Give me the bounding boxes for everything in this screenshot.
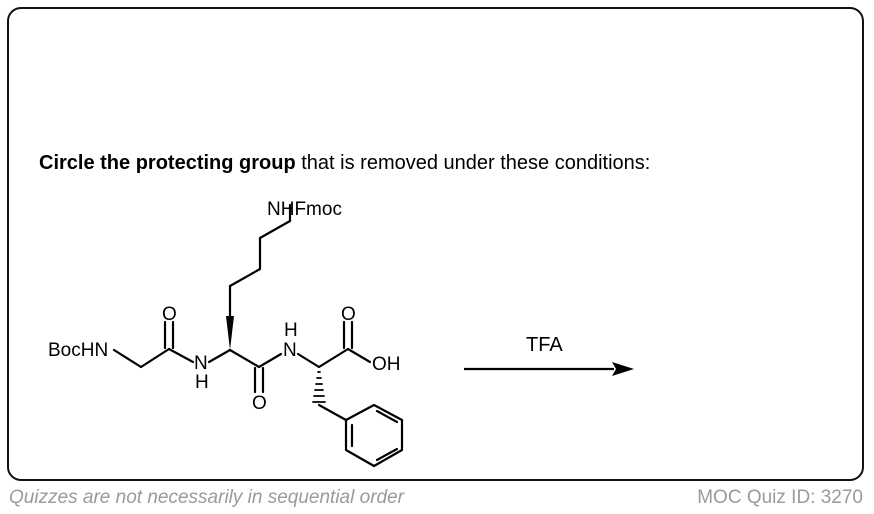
question-rest: that is removed under these conditions: [295, 152, 651, 174]
carbonyl-o1-label: O [162, 304, 177, 325]
amide-h1-label: H [195, 372, 209, 393]
amide-n2-label: N [283, 340, 297, 361]
quiz-card [7, 7, 864, 481]
hydroxyl-label: OH [372, 354, 401, 375]
bond-ca-co2 [228, 348, 261, 369]
ring-double-2 [375, 409, 399, 424]
wedge-bond [226, 316, 234, 350]
bond-n2-cb [296, 352, 321, 369]
bond-cb-cooh [317, 347, 350, 369]
bond-side-2 [228, 267, 262, 288]
question-prompt: Circle the protecting group that is remo… [39, 152, 650, 175]
bond-ch2-co [139, 347, 171, 369]
reaction-arrow [464, 362, 634, 376]
amide-h2-label: H [284, 320, 298, 341]
boc-hn-label: BocHN [48, 340, 108, 361]
reagent-label: TFA [526, 334, 563, 356]
bond-n1-ca [207, 348, 232, 364]
arrow-head [612, 362, 634, 376]
benzene-ring [344, 403, 404, 468]
bond-side-4 [258, 219, 292, 240]
question-bold: Circle the protecting group [39, 152, 296, 174]
footer-disclaimer: Quizzes are not necessarily in sequentia… [9, 487, 404, 508]
skeletal-structure [112, 203, 404, 468]
carbonyl-o2-label: O [252, 393, 267, 414]
bond-n-ch2 [112, 348, 143, 369]
bond-c-oh [346, 347, 372, 364]
footer-quiz-id: MOC Quiz ID: 3270 [697, 487, 863, 508]
amide-n1-label: N [194, 353, 208, 374]
ring-double-3 [375, 447, 399, 462]
bond-co-n1 [167, 347, 195, 364]
carbonyl-o3-label: O [341, 304, 356, 325]
bond-ch2-ring [317, 403, 348, 422]
hash-bond [312, 371, 326, 403]
bond-co2-n2 [257, 352, 283, 369]
nh-fmoc-label: NHFmoc [267, 199, 342, 220]
